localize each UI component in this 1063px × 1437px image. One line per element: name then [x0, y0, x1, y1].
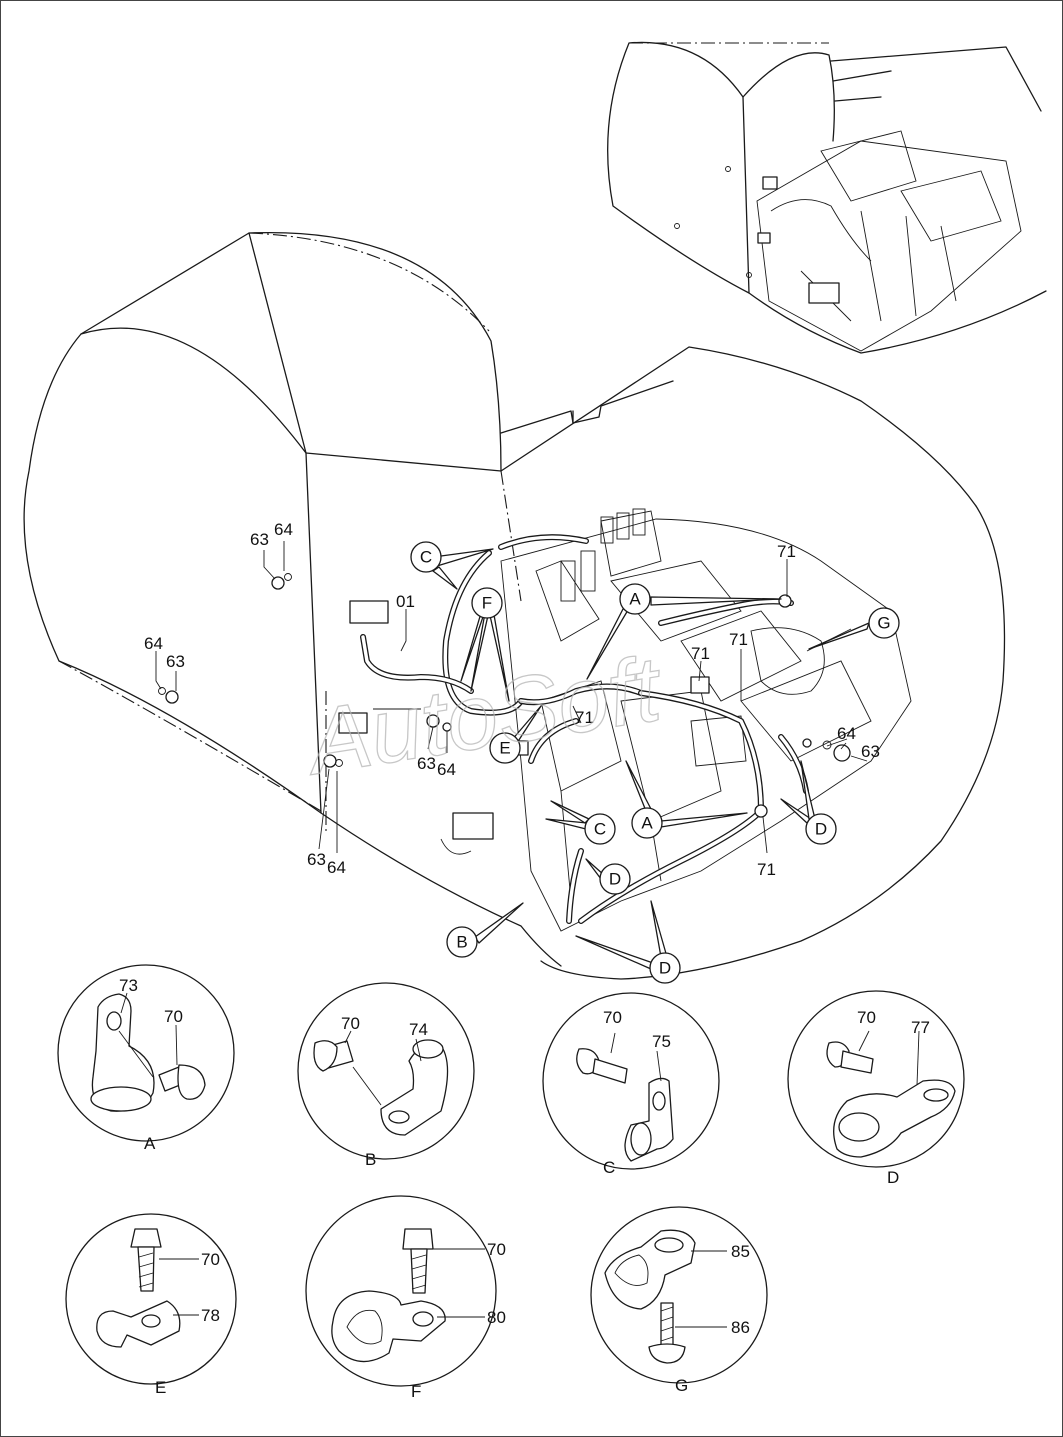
detail-g-part-86: 86: [731, 1318, 750, 1337]
detail-e-letter: E: [155, 1378, 166, 1397]
detail-d-letter: D: [887, 1168, 899, 1187]
detail-e-part-70: 70: [201, 1250, 220, 1269]
detail-a-part-73: 73: [119, 976, 138, 995]
detail-d-part-77: 77: [911, 1018, 930, 1037]
detail-a-letter: A: [144, 1134, 156, 1153]
callout-g[interactable]: G: [868, 607, 900, 639]
callout-c-top[interactable]: C: [410, 541, 442, 573]
part-label-63: 63: [417, 754, 436, 773]
callout-a-mid[interactable]: A: [631, 807, 663, 839]
leader-lines: [155, 541, 870, 970]
detail-labels: 73 70 A 70 74 B 70 75 C 70 77 D 70 78 E …: [119, 976, 930, 1401]
part-labels-main: 63 64 64 63 01 63 64 63 64 71 71 71 71 7…: [144, 520, 880, 879]
callout-b[interactable]: B: [446, 926, 478, 958]
part-label-64: 64: [274, 520, 293, 539]
callout-d-bottom[interactable]: D: [649, 952, 681, 984]
svg-text:D: D: [659, 959, 671, 978]
detail-circle-g: [590, 1206, 768, 1384]
svg-text:C: C: [594, 820, 606, 839]
svg-text:B: B: [456, 933, 467, 952]
part-label-64: 64: [327, 858, 346, 877]
part-label-71: 71: [777, 542, 796, 561]
svg-text:G: G: [877, 614, 890, 633]
watermark-text: AutoSoft: [297, 637, 670, 794]
detail-d-part-70: 70: [857, 1008, 876, 1027]
detail-c-letter: C: [603, 1158, 615, 1177]
part-label-63: 63: [861, 742, 880, 761]
detail-g-letter: G: [675, 1376, 688, 1395]
svg-text:E: E: [499, 739, 510, 758]
detail-circle-c: [542, 992, 720, 1170]
callout-c-mid[interactable]: C: [584, 813, 616, 845]
detail-circle-a: [57, 964, 235, 1142]
svg-text:A: A: [641, 814, 653, 833]
part-label-71: 71: [757, 860, 776, 879]
detail-circle-e: [65, 1213, 237, 1385]
callout-f[interactable]: F: [471, 587, 503, 619]
inset-overview: [607, 41, 1047, 354]
part-label-71: 71: [691, 644, 710, 663]
detail-c-part-70: 70: [603, 1008, 622, 1027]
detail-e-part-78: 78: [201, 1306, 220, 1325]
part-label-71: 71: [729, 630, 748, 649]
part-label-64: 64: [144, 634, 163, 653]
part-label-71: 71: [575, 708, 594, 727]
detail-circle-d: [787, 990, 965, 1168]
svg-text:F: F: [482, 594, 492, 613]
callout-d-mid[interactable]: D: [599, 863, 631, 895]
detail-g-part-85: 85: [731, 1242, 750, 1261]
callout-a-top[interactable]: A: [619, 583, 651, 615]
svg-text:A: A: [629, 590, 641, 609]
detail-a-part-70: 70: [164, 1007, 183, 1026]
detail-circle-f: [305, 1195, 497, 1387]
detail-circle-b: [297, 982, 475, 1160]
svg-text:D: D: [609, 870, 621, 889]
part-label-64: 64: [437, 760, 456, 779]
detail-f-part-70: 70: [487, 1240, 506, 1259]
callout-d-right[interactable]: D: [805, 813, 837, 845]
svg-text:D: D: [815, 820, 827, 839]
callout-e[interactable]: E: [489, 732, 521, 764]
part-label-64: 64: [837, 724, 856, 743]
detail-c-part-75: 75: [652, 1032, 671, 1051]
detail-b-part-70: 70: [341, 1014, 360, 1033]
svg-text:C: C: [420, 548, 432, 567]
machine-body: [23, 231, 1006, 980]
part-label-63: 63: [250, 530, 269, 549]
detail-f-letter: F: [411, 1382, 421, 1401]
part-label-63: 63: [166, 652, 185, 671]
detail-b-part-74: 74: [409, 1020, 428, 1039]
part-label-01: 01: [396, 592, 415, 611]
detail-b-letter: B: [365, 1150, 376, 1169]
part-label-63: 63: [307, 850, 326, 869]
detail-f-part-80: 80: [487, 1308, 506, 1327]
